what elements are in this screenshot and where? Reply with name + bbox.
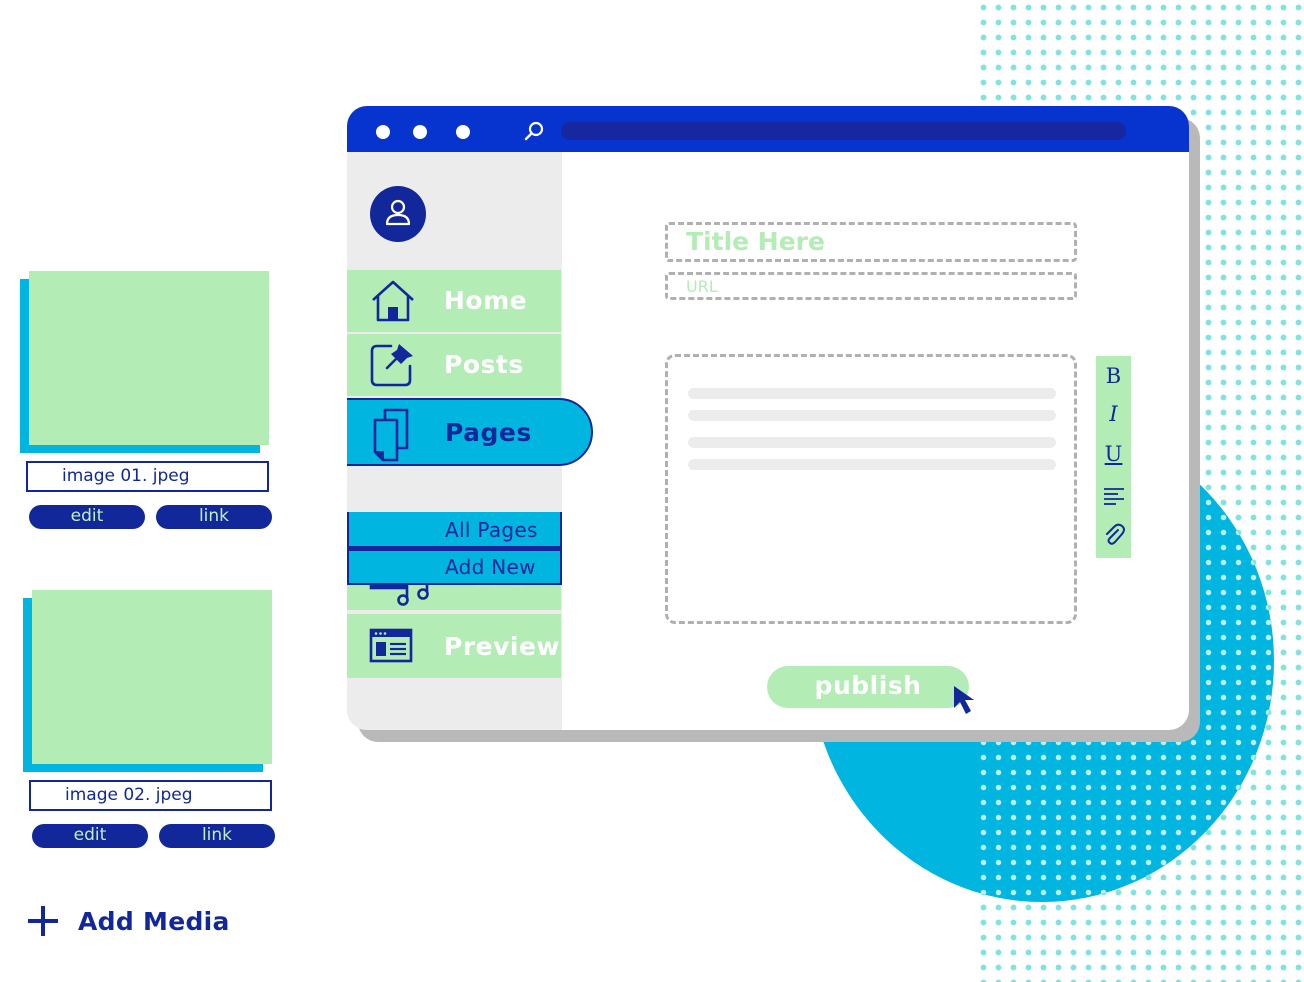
preview-icon — [369, 628, 413, 663]
window-dot[interactable] — [413, 125, 427, 139]
url-placeholder: URL — [686, 277, 718, 296]
sidebar-item-label: Home — [444, 286, 528, 315]
media-thumbnail[interactable] — [29, 271, 269, 445]
link-button[interactable]: link — [156, 505, 272, 529]
placeholder-text-line — [688, 459, 1056, 470]
submenu-item-label: All Pages — [445, 518, 538, 542]
add-media-label: Add Media — [78, 906, 230, 936]
search-icon[interactable] — [523, 120, 545, 142]
title-input[interactable]: Title Here — [665, 222, 1077, 262]
add-media-button[interactable]: Add Media — [28, 904, 230, 938]
media-thumbnail[interactable] — [32, 590, 272, 764]
submenu-item-add-new[interactable]: Add New — [347, 549, 562, 585]
sidebar-item-posts[interactable]: Posts — [347, 334, 561, 396]
underline-icon[interactable]: U — [1104, 442, 1123, 466]
link-button[interactable]: link — [159, 824, 275, 848]
placeholder-text-line — [688, 388, 1056, 399]
window-dot[interactable] — [456, 125, 470, 139]
sidebar-item-label: Posts — [444, 350, 524, 379]
pages-icon — [373, 408, 409, 462]
edit-button[interactable]: edit — [29, 505, 145, 529]
user-icon[interactable] — [370, 186, 426, 242]
browser-window: Home Posts Media — [347, 106, 1189, 730]
sidebar-item-pages[interactable]: Pages — [347, 398, 593, 466]
sidebar-item-label: Preview — [444, 632, 561, 661]
media-filename: image 02. jpeg — [29, 780, 272, 811]
window-dot[interactable] — [376, 125, 390, 139]
sidebar-item-preview[interactable]: Preview — [347, 614, 561, 678]
home-icon — [372, 280, 414, 322]
submenu-item-label: Add New — [445, 555, 536, 579]
media-filename: image 01. jpeg — [26, 461, 269, 492]
placeholder-text-line — [688, 437, 1056, 448]
edit-button[interactable]: edit — [32, 824, 148, 848]
mouse-cursor-icon — [954, 686, 974, 714]
address-bar[interactable] — [561, 122, 1126, 140]
italic-icon[interactable]: I — [1109, 402, 1118, 426]
title-placeholder: Title Here — [686, 227, 825, 256]
url-input[interactable]: URL — [665, 272, 1077, 300]
paperclip-icon[interactable] — [1096, 518, 1131, 550]
placeholder-text-line — [688, 410, 1056, 421]
format-toolbar: B I U — [1096, 356, 1131, 558]
plus-icon — [28, 906, 58, 936]
align-left-icon[interactable] — [1096, 480, 1131, 512]
sidebar-item-home[interactable]: Home — [347, 270, 561, 332]
bold-icon[interactable]: B — [1105, 364, 1122, 388]
publish-button[interactable]: publish — [767, 666, 969, 708]
content-editor[interactable] — [665, 354, 1077, 624]
pin-note-icon — [370, 344, 413, 387]
title-bar — [347, 106, 1189, 152]
sidebar-item-label: Pages — [445, 418, 532, 447]
submenu-item-all-pages[interactable]: All Pages — [347, 512, 562, 548]
